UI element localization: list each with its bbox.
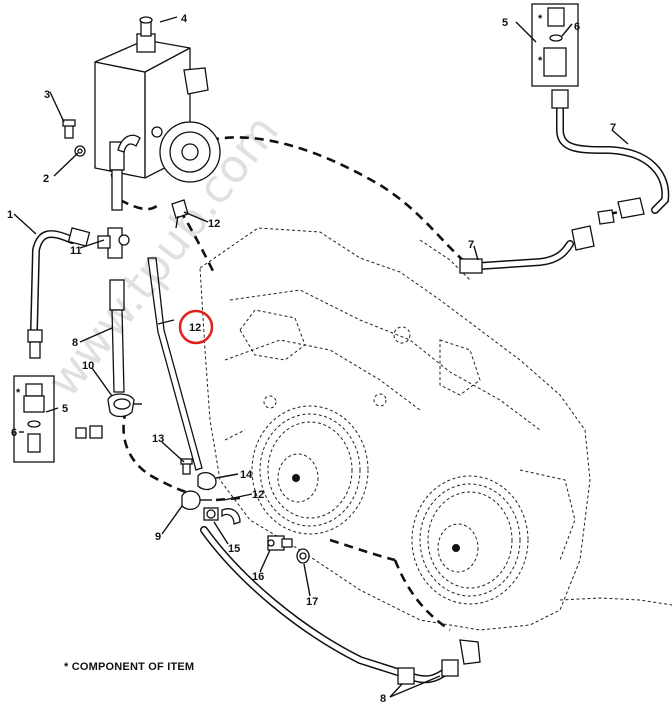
engine-block-outline [199, 227, 672, 631]
asterisk-inset-right-2: * [538, 55, 543, 67]
fitting-item-15 [203, 507, 219, 521]
callout-16: 16 [252, 571, 264, 583]
callout-12-lower: 12 [252, 489, 264, 501]
fitting-item-3 [62, 119, 76, 139]
callout-6-left: 6 [11, 427, 17, 439]
callout-7-upper: 7 [610, 122, 616, 134]
clamp-item-10 [107, 393, 142, 418]
callout-9: 9 [155, 531, 161, 543]
callout-4: 4 [181, 13, 188, 25]
callout-numbers: 4 3 2 1 5 6 7 7 12 11 12 8 10 5 6 13 14 … [7, 13, 616, 703]
tube-item-12 [147, 199, 203, 471]
pulley-right [411, 475, 529, 605]
callout-17: 17 [306, 596, 318, 608]
reservoir-tank [94, 16, 221, 211]
leader-lines [13, 16, 629, 698]
callout-11: 11 [70, 245, 82, 257]
inset-box-item-5-right [531, 3, 579, 87]
callout-6-right: 6 [574, 21, 580, 33]
elbow-item-12-lower [221, 508, 241, 525]
inset-box-item-5-left [13, 375, 55, 463]
asterisk-inset-right-1: * [538, 13, 543, 25]
hose-item-7-lower [459, 240, 574, 274]
asterisk-inset-left: * [16, 387, 21, 399]
callout-5-right: 5 [502, 17, 508, 29]
callout-12-top: 12 [208, 218, 220, 230]
clamp-item-9 [181, 490, 212, 511]
pulley-left [251, 405, 369, 535]
callout-13: 13 [152, 433, 164, 445]
callout-15: 15 [228, 543, 240, 555]
callout-12-circled: 12 [189, 322, 201, 334]
hose-item-7-upper [551, 89, 670, 251]
callout-5-left: 5 [62, 403, 68, 415]
callout-14: 14 [240, 469, 253, 481]
callout-7-lower: 7 [468, 239, 474, 251]
callout-2: 2 [43, 173, 49, 185]
tee-fitting-item-11 [97, 227, 130, 259]
sensor-item-16 [267, 535, 293, 551]
highlight-circle [178, 309, 214, 345]
washer-item-17 [296, 548, 310, 564]
callout-8-bottom: 8 [380, 693, 386, 703]
clamp-item-14 [197, 471, 217, 491]
legend-note: * COMPONENT OF ITEM [64, 661, 195, 673]
hose-item-1 [27, 227, 91, 359]
callout-10: 10 [82, 360, 94, 372]
callout-1: 1 [7, 209, 13, 221]
callout-3: 3 [44, 89, 50, 101]
bolt-item-13 [180, 458, 193, 475]
tube-item-8-left [109, 279, 125, 393]
callout-8-left: 8 [72, 337, 78, 349]
loose-fittings-bottom-left [75, 425, 103, 439]
hose-item-8-bottom [200, 526, 481, 685]
